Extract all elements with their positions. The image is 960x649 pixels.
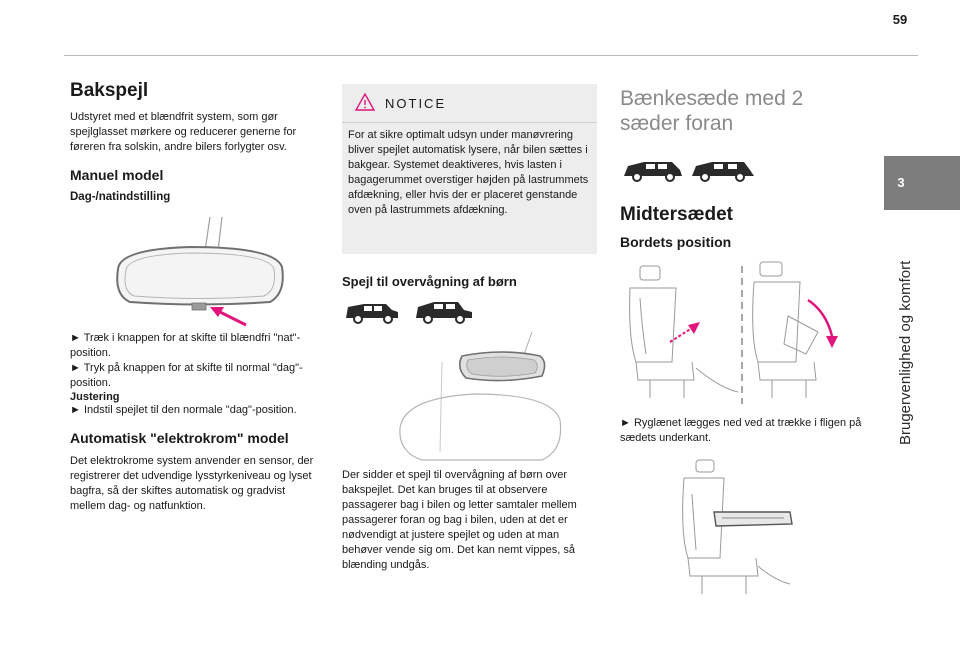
chapter-tab: 3 [884, 156, 960, 210]
child-monitoring-mirror-illustration [399, 332, 562, 461]
section-title-bakspejl: Bakspejl [70, 80, 149, 101]
notice-header: NOTICE [342, 84, 597, 123]
seat-folding-illustration [629, 261, 838, 404]
child-mirror-heading: Spejl til overvågning af børn [342, 274, 517, 289]
column-rear-mirror: Bakspejl Udstyret med et blændfrit syste… [70, 80, 322, 514]
chapter-title-vertical: Brugervenlighed og komfort [897, 215, 917, 455]
intro-text: Udstyret med et blændfrit system, som gø… [70, 111, 297, 153]
auto-model-text: Det elektrokrome system anvender en sens… [70, 455, 314, 512]
notice-text: For at sikre optimalt udsyn under manøvr… [348, 129, 589, 216]
bench-seat-vehicle-icon [624, 162, 754, 182]
rear-mirror-illustration [116, 216, 284, 327]
notice-box: NOTICE For at sikre optimalt udsyn under… [342, 84, 597, 254]
step-pull-knob: ► Træk i knappen for at skifte til blænd… [70, 332, 301, 359]
bench-seat-title-line2: sæder foran [620, 112, 734, 135]
header-divider [64, 55, 918, 56]
column-notice-child-mirror: NOTICE For at sikre optimalt udsyn under… [342, 84, 597, 604]
chapter-title: Brugervenlighed og komfort [897, 260, 914, 445]
table-step-text: ► Ryglænet lægges ned ved at trække i fl… [620, 417, 862, 444]
table-position-heading: Bordets position [620, 234, 732, 250]
child-mirror-text: Der sidder et spejl til overvågning af b… [342, 469, 577, 571]
middle-seat-heading: Midtersædet [620, 204, 733, 225]
notice-label: NOTICE [385, 96, 447, 111]
chapter-number: 3 [897, 175, 905, 190]
adjustment-label: Justering [70, 391, 120, 403]
auto-model-heading: Automatisk "elektrokrom" model [70, 430, 289, 446]
day-night-subheading: Dag-/natindstilling [70, 191, 171, 203]
page-number: 59 [892, 12, 908, 27]
step-adjust-mirror: ► Indstil spejlet til den normale "dag"-… [70, 404, 297, 416]
vehicle-versions-icon [346, 302, 472, 324]
warning-triangle-icon [354, 92, 376, 111]
manual-model-heading: Manuel model [70, 167, 164, 183]
table-position-illustration [682, 459, 793, 594]
column-bench-seat: Bænkesæde med 2 sæder foran Midtersædet … [620, 86, 870, 596]
step-push-knob: ► Tryk på knappen for at skifte til norm… [70, 362, 303, 389]
bench-seat-title-line1: Bænkesæde med 2 [620, 87, 804, 110]
